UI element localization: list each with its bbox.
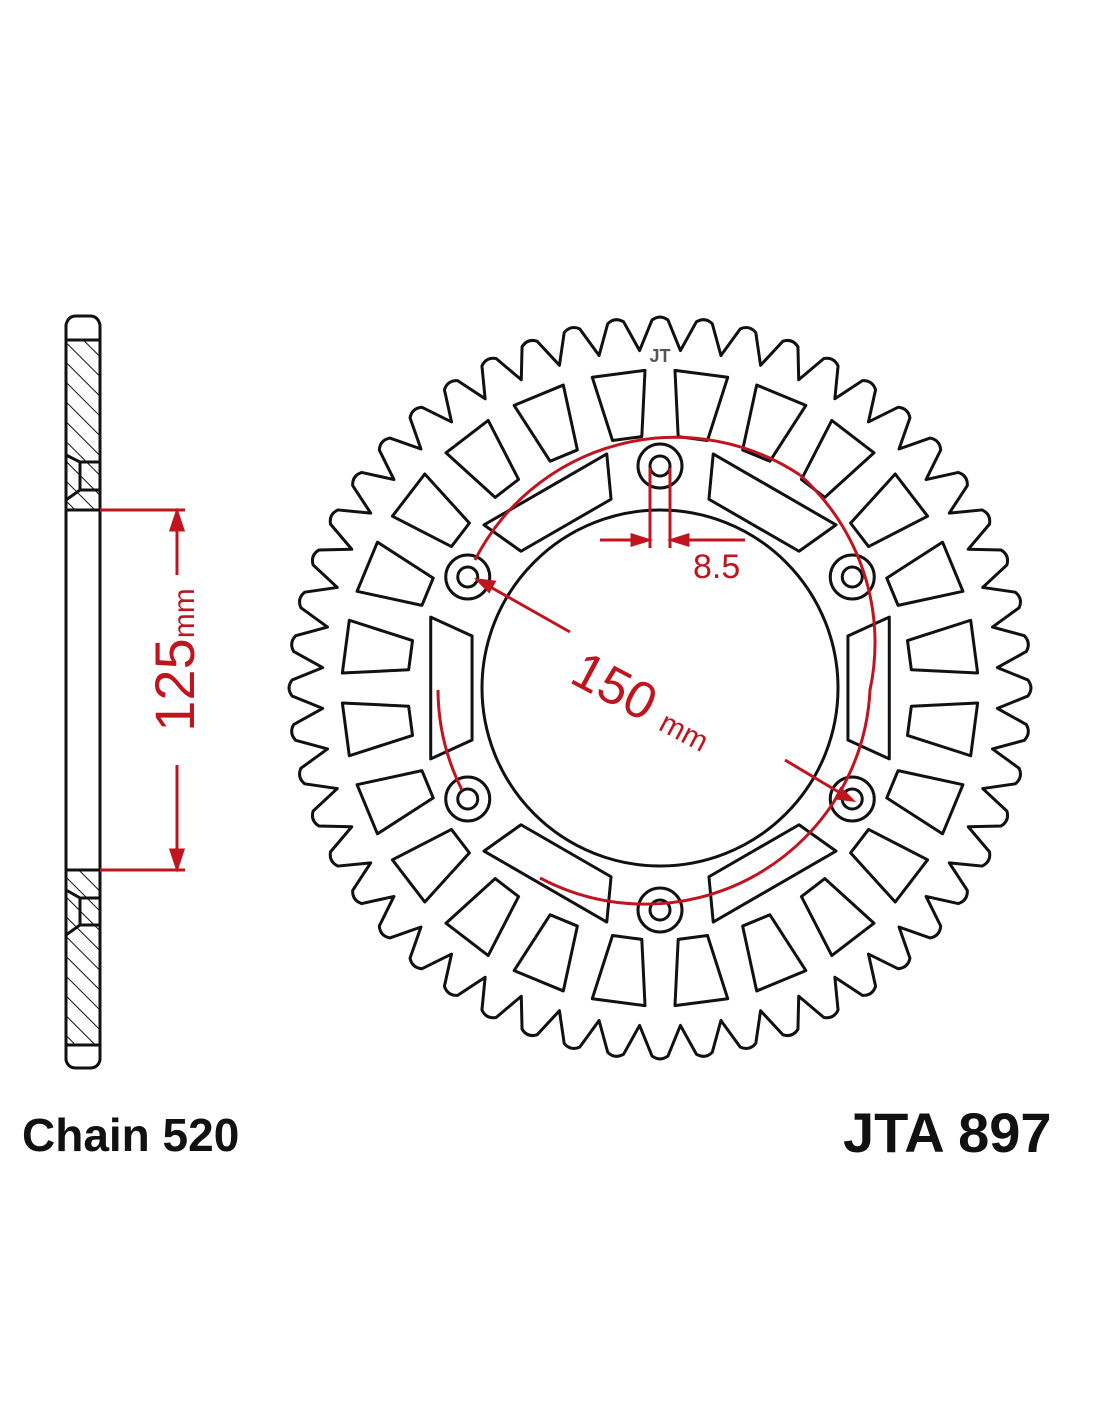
lightening-window <box>512 913 579 993</box>
lightening-window <box>512 383 579 463</box>
dimension-125 <box>100 507 186 873</box>
part-number-label: JTA 897 <box>843 1101 1052 1164</box>
bolt-boss <box>444 775 492 823</box>
sprocket-teeth-outline <box>287 315 1033 1061</box>
lightening-window <box>355 769 435 836</box>
dimension-125-value: 125 <box>143 638 206 732</box>
bolt-boss <box>828 553 876 601</box>
lightening-window <box>673 933 730 1008</box>
sprocket-front-view: JT <box>287 315 1033 1061</box>
inner-window <box>707 452 838 553</box>
lightening-window <box>444 877 521 958</box>
dimension-125-unit: mm <box>168 588 201 639</box>
lightening-window <box>590 933 647 1008</box>
lightening-window <box>390 827 471 904</box>
center-bore <box>480 508 840 868</box>
lightening-window <box>390 472 471 549</box>
dimension-150 <box>436 435 877 906</box>
lightening-window <box>849 472 930 549</box>
chain-label: Chain 520 <box>22 1109 240 1161</box>
bolt-hole <box>648 898 672 922</box>
inner-window <box>482 452 613 553</box>
bolt-boss <box>444 553 492 601</box>
bolt-hole <box>456 565 480 589</box>
lightening-window <box>885 769 965 836</box>
lightening-window <box>905 618 980 675</box>
lightening-window <box>741 913 808 993</box>
lightening-window <box>673 368 730 443</box>
inner-window <box>707 823 838 924</box>
bolt-boss <box>636 442 684 490</box>
bolt-hole-dimension-label: 8.5 <box>693 548 741 586</box>
bolt-hole <box>840 565 864 589</box>
bolt-boss <box>828 775 876 823</box>
bolt-hole <box>456 787 480 811</box>
lightening-window <box>741 383 808 463</box>
lightening-window <box>905 701 980 758</box>
bolt-boss <box>636 886 684 934</box>
side-view <box>64 314 102 1070</box>
inner-window <box>482 823 613 924</box>
bolt-hole <box>648 454 672 478</box>
inner-window <box>846 615 891 761</box>
lightening-window <box>355 540 435 607</box>
jt-logo: JT <box>649 346 670 366</box>
lightening-window <box>590 368 647 443</box>
lightening-window <box>340 701 415 758</box>
lightening-window <box>340 618 415 675</box>
lightening-window <box>799 877 876 958</box>
dimension-125-label: 125mm <box>143 580 206 740</box>
inner-window <box>429 615 474 761</box>
lightening-window <box>849 827 930 904</box>
lightening-window <box>444 418 521 499</box>
lightening-window <box>885 540 965 607</box>
